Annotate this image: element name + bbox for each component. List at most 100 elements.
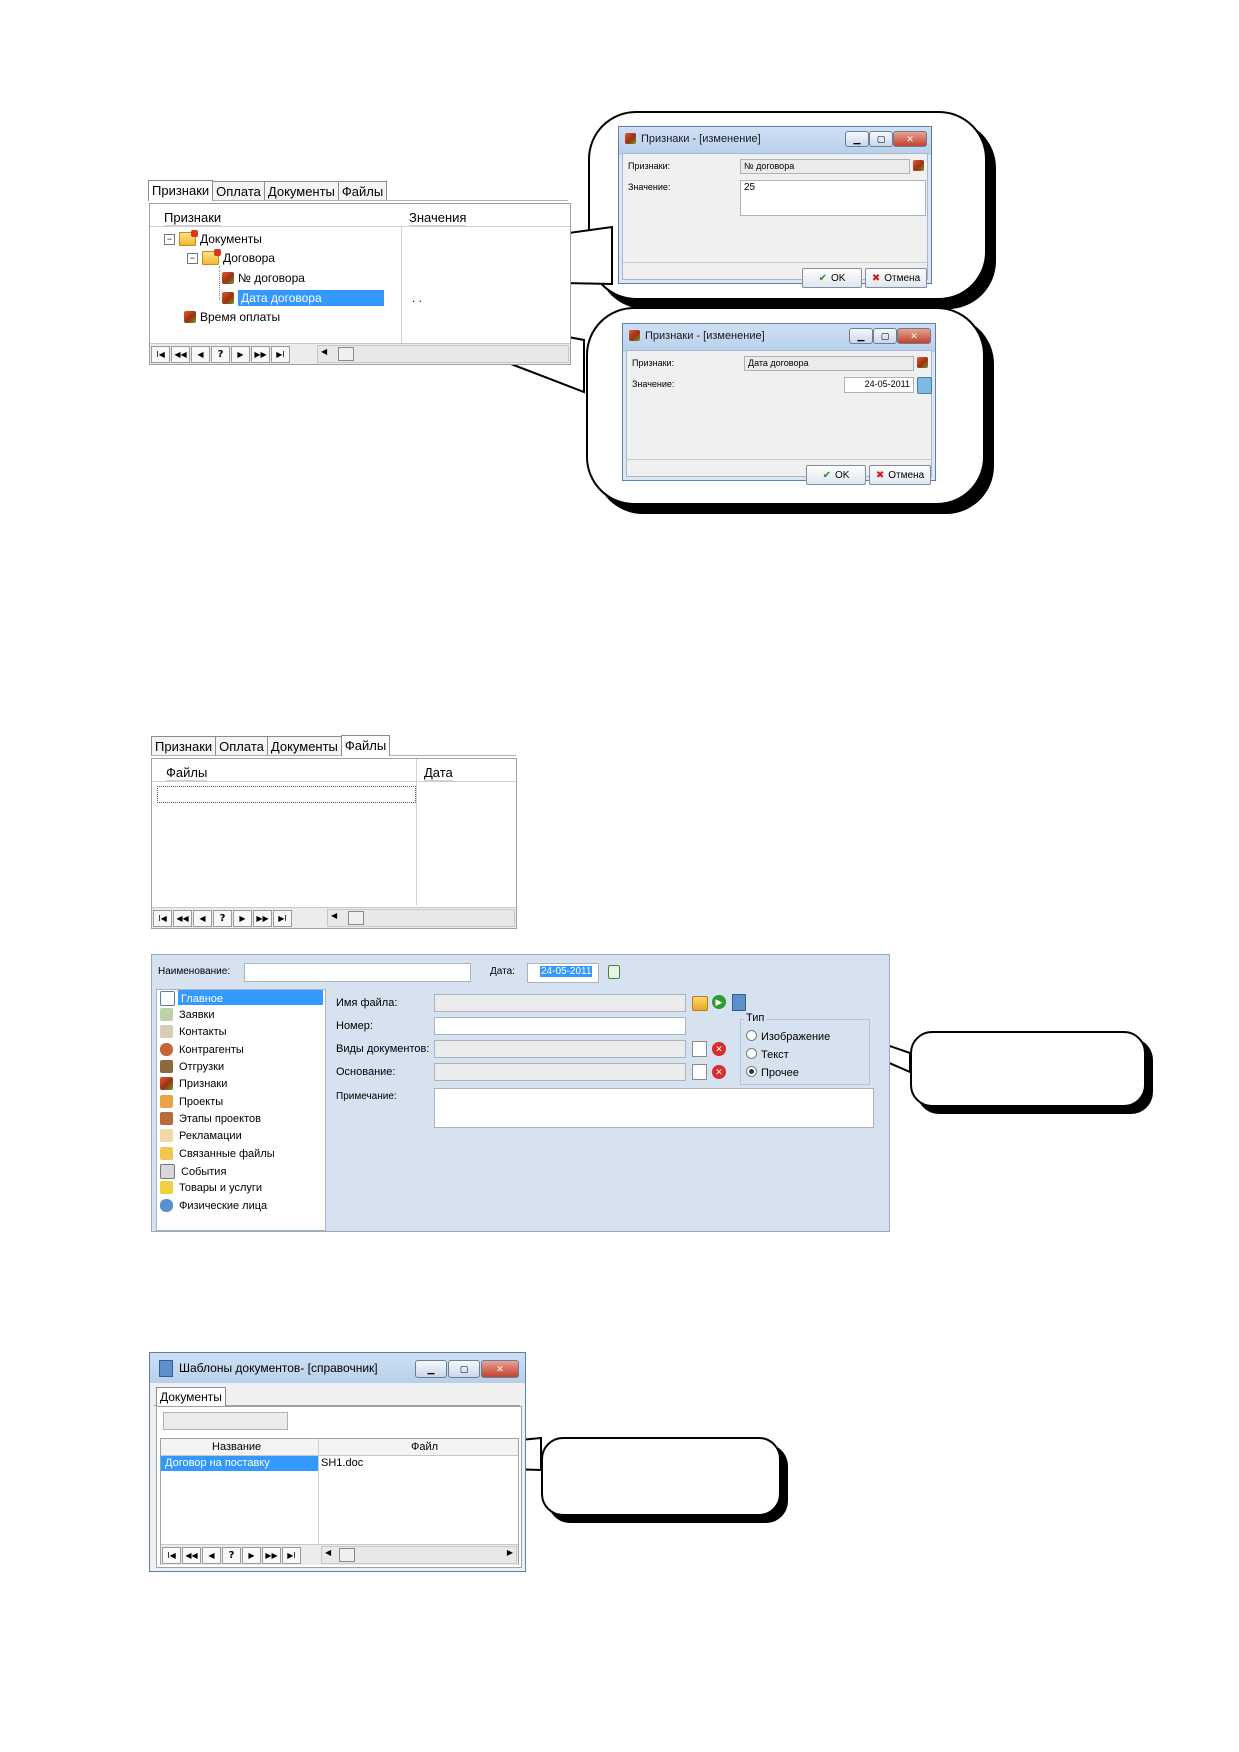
date-field[interactable]: 24-05-2011	[527, 963, 599, 983]
sidebar-item-main[interactable]: Главное	[160, 991, 223, 1006]
tab-files[interactable]: Файлы	[337, 181, 388, 200]
collapse-icon[interactable]: −	[164, 233, 175, 245]
scroll-thumb[interactable]	[348, 911, 364, 925]
col-files[interactable]: Файлы	[166, 765, 208, 781]
col-date[interactable]: Дата	[424, 765, 453, 781]
horizontal-scrollbar[interactable]: ◀	[327, 909, 515, 927]
scroll-left-icon[interactable]: ◀	[325, 1548, 332, 1557]
tab-documents[interactable]: Документы	[266, 736, 342, 755]
nav-next-page-button[interactable]: ▶▶	[253, 909, 272, 927]
scroll-thumb[interactable]	[338, 347, 354, 361]
close-button[interactable]: ✕	[897, 328, 931, 344]
cancel-button[interactable]: ✖Отмена	[869, 465, 931, 485]
restore-button[interactable]: ▢	[448, 1360, 480, 1378]
calendar-icon[interactable]	[917, 377, 932, 394]
feature-field[interactable]: Дата договора	[744, 356, 914, 371]
sidebar-item-features[interactable]: Признаки	[160, 1077, 227, 1090]
sidebar-item-project-stages[interactable]: Этапы проектов	[160, 1112, 261, 1125]
col-values[interactable]: Значения	[409, 210, 467, 226]
basis-field[interactable]	[434, 1063, 686, 1081]
nav-last-button[interactable]: ▶I	[271, 345, 290, 363]
nav-help-button[interactable]: ?	[213, 909, 232, 927]
col-name[interactable]: Название	[212, 1441, 262, 1453]
open-folder-icon[interactable]	[692, 996, 708, 1011]
type-option-image[interactable]: Изображение	[746, 1030, 830, 1043]
tree-node-contracts[interactable]: − Договора	[187, 249, 275, 265]
nav-prev-page-button[interactable]: ◀◀	[173, 909, 192, 927]
scroll-left-icon[interactable]: ◀	[321, 347, 328, 356]
nav-next-button[interactable]: ▶	[242, 1546, 261, 1564]
nav-next-page-button[interactable]: ▶▶	[262, 1546, 281, 1564]
nav-prev-button[interactable]: ◀	[191, 345, 210, 363]
select-document-icon[interactable]	[692, 1064, 707, 1080]
number-field[interactable]	[434, 1017, 686, 1035]
nav-first-button[interactable]: I◀	[153, 909, 172, 927]
calendar-icon[interactable]	[608, 965, 620, 979]
doctypes-field[interactable]	[434, 1040, 686, 1058]
tab-features[interactable]: Признаки	[151, 736, 217, 755]
sidebar-item-shipments[interactable]: Отгрузки	[160, 1060, 224, 1073]
col-file[interactable]: Файл	[411, 1441, 439, 1453]
sidebar-item-requests[interactable]: Заявки	[160, 1008, 215, 1021]
minimize-button[interactable]: ▁	[849, 328, 873, 344]
date-field[interactable]: 24-05-2011	[844, 377, 914, 393]
scroll-right-icon[interactable]: ▶	[506, 1548, 513, 1557]
play-icon[interactable]: ▶	[712, 995, 726, 1009]
nav-next-page-button[interactable]: ▶▶	[251, 345, 270, 363]
tree-node-documents[interactable]: − Документы	[164, 230, 262, 246]
delete-icon[interactable]: ✕	[712, 1065, 726, 1079]
type-option-text[interactable]: Текст	[746, 1048, 789, 1061]
radio-icon[interactable]	[746, 1066, 757, 1077]
name-field[interactable]	[244, 963, 471, 982]
nav-help-button[interactable]: ?	[211, 345, 230, 363]
tab-payment[interactable]: Оплата	[215, 736, 268, 755]
sidebar-item-complaints[interactable]: Рекламации	[160, 1129, 242, 1142]
table-row-file[interactable]: SH1.doc	[321, 1457, 364, 1469]
ok-button[interactable]: ✔OK	[802, 268, 862, 288]
tree-node-payment-time[interactable]: Время оплаты	[184, 310, 280, 324]
nav-last-button[interactable]: ▶I	[273, 909, 292, 927]
tab-templates-documents[interactable]: Документы	[156, 1387, 226, 1407]
tab-payment[interactable]: Оплата	[212, 181, 265, 200]
radio-icon[interactable]	[746, 1030, 757, 1041]
tree-node-contract-no[interactable]: № договора	[222, 271, 305, 285]
nav-first-button[interactable]: I◀	[162, 1546, 181, 1564]
cancel-button[interactable]: ✖Отмена	[865, 268, 927, 288]
note-textarea[interactable]	[434, 1088, 874, 1128]
tab-files[interactable]: Файлы	[340, 735, 391, 756]
select-document-icon[interactable]	[692, 1041, 707, 1057]
tree-node-contract-date[interactable]: Дата договора	[222, 290, 384, 306]
feature-field[interactable]: № договора	[740, 159, 910, 174]
minimize-button[interactable]: ▁	[415, 1360, 447, 1378]
ok-button[interactable]: ✔OK	[806, 465, 866, 485]
sidebar-item-individuals[interactable]: Физические лица	[160, 1199, 267, 1212]
cube-icon[interactable]	[913, 160, 924, 171]
close-button[interactable]: ✕	[481, 1360, 519, 1378]
radio-icon[interactable]	[746, 1048, 757, 1059]
sidebar-item-linked-files[interactable]: Связанные файлы	[160, 1147, 275, 1160]
delete-icon[interactable]: ✕	[712, 1042, 726, 1056]
type-option-other[interactable]: Прочее	[746, 1066, 799, 1079]
filename-field[interactable]	[434, 994, 686, 1012]
nav-first-button[interactable]: I◀	[151, 345, 170, 363]
scroll-thumb[interactable]	[339, 1548, 355, 1562]
tab-documents[interactable]: Документы	[263, 181, 339, 200]
document-icon[interactable]	[732, 994, 746, 1011]
tab-features[interactable]: Признаки	[148, 180, 214, 201]
sidebar-item-counterparties[interactable]: Контрагенты	[160, 1043, 244, 1056]
collapse-icon[interactable]: −	[187, 252, 198, 264]
nav-last-button[interactable]: ▶I	[282, 1546, 301, 1564]
col-features[interactable]: Признаки	[164, 210, 222, 226]
nav-next-button[interactable]: ▶	[231, 345, 250, 363]
focus-row[interactable]	[157, 786, 416, 803]
horizontal-scrollbar[interactable]: ◀ ▶	[321, 1546, 517, 1564]
close-button[interactable]: ✕	[893, 131, 927, 147]
table-row-name[interactable]: Договор на поставку	[161, 1456, 318, 1471]
minimize-button[interactable]: ▁	[845, 131, 869, 147]
nav-help-button[interactable]: ?	[222, 1546, 241, 1564]
horizontal-scrollbar[interactable]: ◀	[317, 345, 569, 363]
nav-prev-page-button[interactable]: ◀◀	[182, 1546, 201, 1564]
sidebar-item-events[interactable]: События	[160, 1164, 226, 1179]
sidebar-item-projects[interactable]: Проекты	[160, 1095, 223, 1108]
cube-icon[interactable]	[917, 357, 928, 368]
